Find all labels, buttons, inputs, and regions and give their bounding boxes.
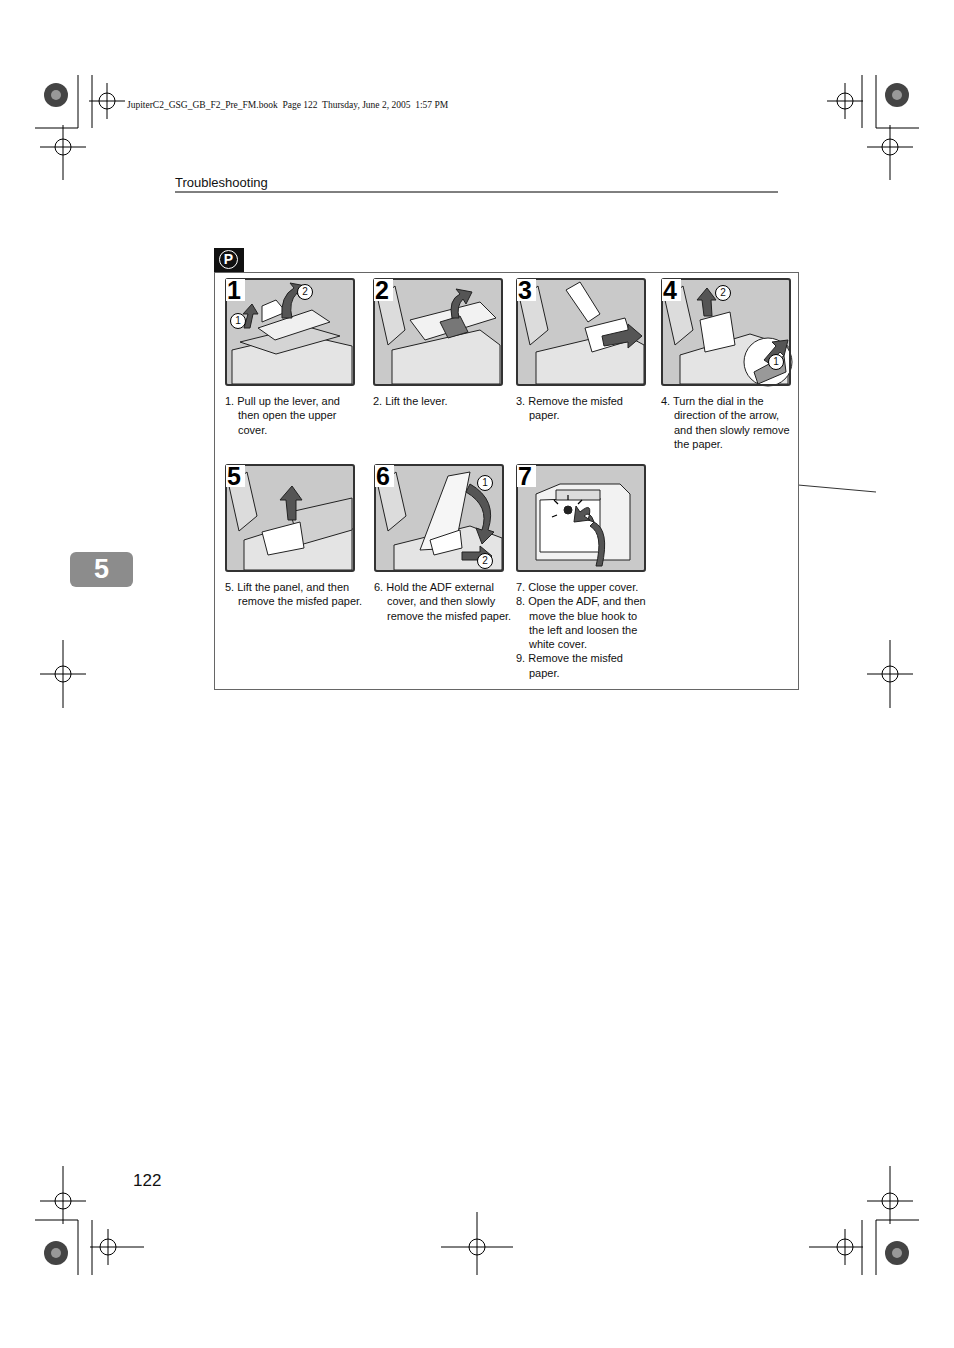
step-panel: 22. Lift the lever.: [373, 278, 503, 386]
callout-number: 1: [768, 354, 784, 370]
caption-line: 2. Lift the lever.: [373, 394, 511, 408]
caption-line: 9. Remove the misfed paper.: [516, 651, 654, 680]
step-caption: 1. Pull up the lever, and then open the …: [225, 394, 363, 437]
step-number: 2: [374, 279, 393, 301]
step-panel: 33. Remove the misfed paper.: [516, 278, 646, 386]
step-panel: 77. Close the upper cover.8. Open the AD…: [516, 464, 646, 572]
step-number: 5: [226, 465, 245, 487]
step-caption: 2. Lift the lever.: [373, 394, 511, 408]
callout-number: 2: [297, 284, 313, 300]
caption-line: 7. Close the upper cover.: [516, 580, 654, 594]
step-number: 3: [517, 279, 536, 301]
step-number: 4: [662, 279, 681, 301]
step-caption: 7. Close the upper cover.8. Open the ADF…: [516, 580, 654, 680]
file-info: JupiterC2_GSG_GB_F2_Pre_FM.book Page 122…: [127, 100, 448, 110]
chapter-tab-number: 5: [70, 552, 133, 587]
page-number: 122: [133, 1171, 161, 1191]
step-panel: 55. Lift the panel, and then remove the …: [225, 464, 355, 572]
callout-number: 2: [715, 285, 731, 301]
callout-number: 1: [477, 475, 493, 491]
instruction-frame: P11. Pull up the lever, and then open th…: [214, 272, 799, 690]
step-caption: 4. Turn the dial in the direction of the…: [661, 394, 799, 451]
callout-number: 2: [477, 553, 493, 569]
procedure-tab: P: [214, 248, 244, 272]
procedure-symbol: P: [219, 250, 238, 269]
step-panel: 11. Pull up the lever, and then open the…: [225, 278, 355, 386]
step-caption: 3. Remove the misfed paper.: [516, 394, 654, 423]
caption-line: 3. Remove the misfed paper.: [516, 394, 654, 423]
step-caption: 5. Lift the panel, and then remove the m…: [225, 580, 363, 609]
caption-line: 5. Lift the panel, and then remove the m…: [225, 580, 363, 609]
step-caption: 6. Hold the ADF external cover, and then…: [374, 580, 512, 623]
callout-number: 1: [230, 313, 246, 329]
step-number: 1: [226, 279, 245, 301]
caption-line: 4. Turn the dial in the direction of the…: [661, 394, 799, 451]
step-number: 7: [517, 465, 536, 487]
step-number: 6: [375, 465, 394, 487]
caption-line: 6. Hold the ADF external cover, and then…: [374, 580, 512, 623]
running-header: Troubleshooting: [175, 175, 268, 190]
caption-line: 8. Open the ADF, and then move the blue …: [516, 594, 654, 651]
caption-line: 1. Pull up the lever, and then open the …: [225, 394, 363, 437]
